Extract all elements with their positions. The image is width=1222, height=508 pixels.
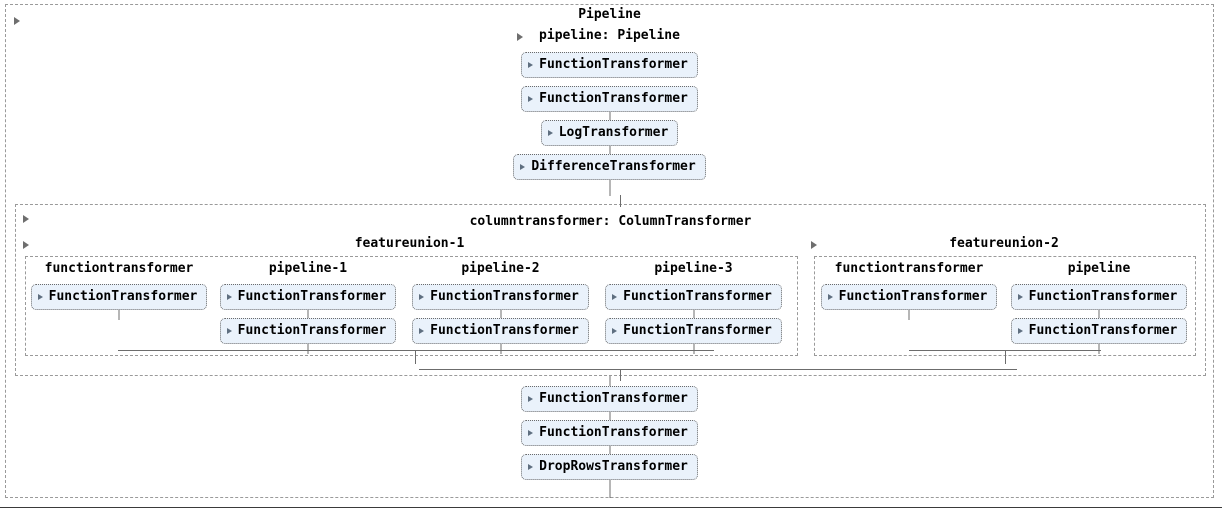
estimator-expand-triangle-icon[interactable] (827, 293, 833, 300)
pipeline-root-container: Pipeline pipeline: Pipeline FunctionTran… (5, 4, 1214, 498)
estimator-expand-triangle-icon[interactable] (528, 429, 534, 436)
estimator-box[interactable]: FunctionTransformer (412, 284, 589, 310)
estimator-expand-triangle-icon[interactable] (547, 129, 553, 136)
fu1-join-line (118, 350, 714, 351)
column-label: pipeline-1 (268, 261, 348, 276)
estimator-box[interactable]: FunctionTransformer (521, 52, 698, 78)
estimator-box[interactable]: FunctionTransformer (412, 318, 589, 344)
column-label: functiontransformer (834, 261, 984, 276)
fu1-column-pipeline-3: pipeline-3 FunctionTransformer FunctionT… (597, 257, 790, 348)
estimator-label: FunctionTransformer (430, 289, 579, 304)
column-steps: FunctionTransformer FunctionTransformer (601, 280, 786, 348)
estimator-label: FunctionTransformer (539, 391, 688, 406)
estimator-label: DropRowsTransformer (539, 459, 688, 474)
estimator-box[interactable]: FunctionTransformer (30, 284, 208, 310)
estimator-expand-triangle-icon[interactable] (1017, 293, 1023, 300)
expand-triangle-icon[interactable] (517, 32, 523, 41)
estimator-expand-triangle-icon[interactable] (520, 163, 526, 170)
estimator-label: FunctionTransformer (838, 289, 988, 304)
top-pipeline-section: Pipeline pipeline: Pipeline FunctionTran… (6, 5, 1213, 184)
estimator-expand-triangle-icon[interactable] (528, 463, 534, 470)
featureunion-1-label: featureunion-1 (354, 236, 465, 251)
estimator-expand-triangle-icon[interactable] (612, 293, 618, 300)
estimator-box[interactable]: LogTransformer (540, 120, 679, 146)
estimator-label: FunctionTransformer (237, 323, 387, 338)
columntransformer-container: columntransformer: ColumnTransformer fea… (15, 195, 1206, 381)
estimator-expand-triangle-icon[interactable] (612, 327, 618, 334)
top-pipeline-label-row[interactable]: pipeline: Pipeline (6, 25, 1213, 48)
estimator-box[interactable]: FunctionTransformer (521, 420, 698, 446)
estimator-label: FunctionTransformer (539, 91, 688, 106)
estimator-box[interactable]: FunctionTransformer (605, 284, 782, 310)
estimator-expand-triangle-icon[interactable] (226, 293, 232, 300)
columntransformer-join-line (419, 369, 1017, 370)
column-steps: FunctionTransformer (30, 280, 208, 314)
estimator-label: FunctionTransformer (237, 289, 387, 304)
column-label: functiontransformer (44, 261, 194, 276)
column-label: pipeline-2 (461, 261, 540, 276)
estimator-label: FunctionTransformer (1028, 323, 1178, 338)
estimator-box[interactable]: FunctionTransformer (1010, 318, 1188, 344)
estimator-expand-triangle-icon[interactable] (419, 327, 425, 334)
estimator-box[interactable]: DropRowsTransformer (521, 454, 698, 480)
column-steps: FunctionTransformer FunctionTransformer (408, 280, 593, 348)
expand-triangle-icon[interactable] (23, 215, 29, 223)
estimator-expand-triangle-icon[interactable] (37, 293, 43, 300)
estimator-label: FunctionTransformer (623, 289, 772, 304)
fu1-output-line (415, 350, 416, 364)
estimator-label: FunctionTransformer (1028, 289, 1178, 304)
estimator-label: FunctionTransformer (623, 323, 772, 338)
estimator-box[interactable]: FunctionTransformer (1010, 284, 1188, 310)
expand-triangle-icon[interactable] (14, 17, 20, 25)
fu1-column-functiontransformer: functiontransformer FunctionTransformer (26, 257, 212, 314)
estimator-expand-triangle-icon[interactable] (528, 95, 534, 102)
columntransformer-output-line (620, 369, 621, 381)
estimator-label: LogTransformer (558, 125, 669, 140)
estimator-label: DifferenceTransformer (531, 159, 696, 174)
featureunion-2-label: featureunion-2 (949, 236, 1059, 251)
expand-triangle-icon[interactable] (23, 241, 29, 249)
fu1-column-pipeline-2: pipeline-2 FunctionTransformer FunctionT… (404, 257, 597, 348)
column-steps: FunctionTransformer FunctionTransformer (216, 280, 400, 348)
column-steps: FunctionTransformer (819, 280, 999, 314)
featureunion-1-inner: functiontransformer FunctionTransformer … (25, 256, 798, 364)
estimator-expand-triangle-icon[interactable] (528, 395, 534, 402)
top-pipeline-steps: FunctionTransformer FunctionTransformer … (6, 48, 1213, 184)
estimator-box[interactable]: DifferenceTransformer (513, 154, 706, 180)
column-label: pipeline-3 (654, 261, 733, 276)
estimator-expand-triangle-icon[interactable] (528, 61, 534, 68)
column-steps: FunctionTransformer FunctionTransformer (1007, 280, 1191, 348)
estimator-label: FunctionTransformer (48, 289, 198, 304)
estimator-box[interactable]: FunctionTransformer (605, 318, 782, 344)
columntransformer-label: columntransformer: ColumnTransformer (469, 214, 752, 229)
fu2-output-line (1005, 350, 1006, 364)
estimator-box[interactable]: FunctionTransformer (219, 318, 397, 344)
estimator-expand-triangle-icon[interactable] (419, 293, 425, 300)
fu2-column-pipeline: pipeline FunctionTransformer FunctionTra… (1003, 257, 1195, 348)
fu1-column-pipeline-1: pipeline-1 FunctionTransformer FunctionT… (212, 257, 404, 348)
estimator-label: FunctionTransformer (539, 57, 688, 72)
estimator-box[interactable]: FunctionTransformer (219, 284, 397, 310)
estimator-box[interactable]: FunctionTransformer (820, 284, 998, 310)
estimator-box[interactable]: FunctionTransformer (521, 386, 698, 412)
top-pipeline-label: pipeline: Pipeline (539, 28, 680, 43)
featureunion-2-inner: functiontransformer FunctionTransformer … (814, 256, 1196, 364)
fu2-column-functiontransformer: functiontransformer FunctionTransformer (815, 257, 1003, 314)
expand-triangle-icon[interactable] (811, 241, 817, 249)
estimator-expand-triangle-icon[interactable] (226, 327, 232, 334)
estimator-label: FunctionTransformer (430, 323, 579, 338)
bottom-pipeline-section: FunctionTransformer FunctionTransformer … (6, 376, 1213, 484)
columntransformer-input-line (620, 195, 621, 207)
bottom-pipeline-steps: FunctionTransformer FunctionTransformer … (6, 382, 1213, 484)
estimator-expand-triangle-icon[interactable] (1017, 327, 1023, 334)
column-label: pipeline (1067, 261, 1131, 276)
estimator-box[interactable]: FunctionTransformer (521, 86, 698, 112)
estimator-label: FunctionTransformer (539, 425, 688, 440)
page-title: Pipeline (578, 7, 641, 22)
